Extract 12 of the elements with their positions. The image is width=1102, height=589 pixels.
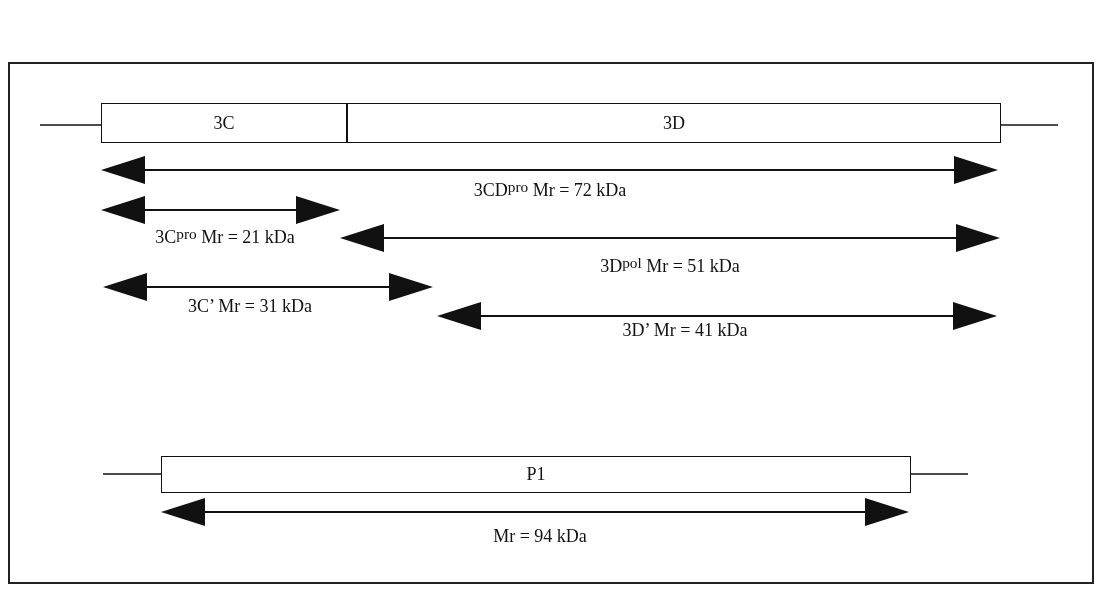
- protein-segment-box: [347, 103, 1001, 143]
- segment-label: P1: [526, 464, 546, 485]
- mass-label: 3C$^{pro}$ Mr = 21 kDa: [155, 227, 295, 248]
- mass-label: Mr = 94 kDa: [493, 526, 587, 547]
- segment-label: 3C: [213, 112, 235, 134]
- mass-label: 3C’ Mr = 31 kDa: [188, 296, 312, 317]
- mass-label: 3D’ Mr = 41 kDa: [622, 320, 748, 341]
- mass-label: 3D$^{pol}$ Mr = 51 kDa: [600, 256, 740, 277]
- protein-segment-box: [101, 103, 347, 143]
- segment-label: 3D: [663, 112, 685, 134]
- protein-segment-box: [161, 456, 911, 493]
- mass-label: 3CD$^{pro}$ Mr = 72 kDa: [473, 180, 627, 201]
